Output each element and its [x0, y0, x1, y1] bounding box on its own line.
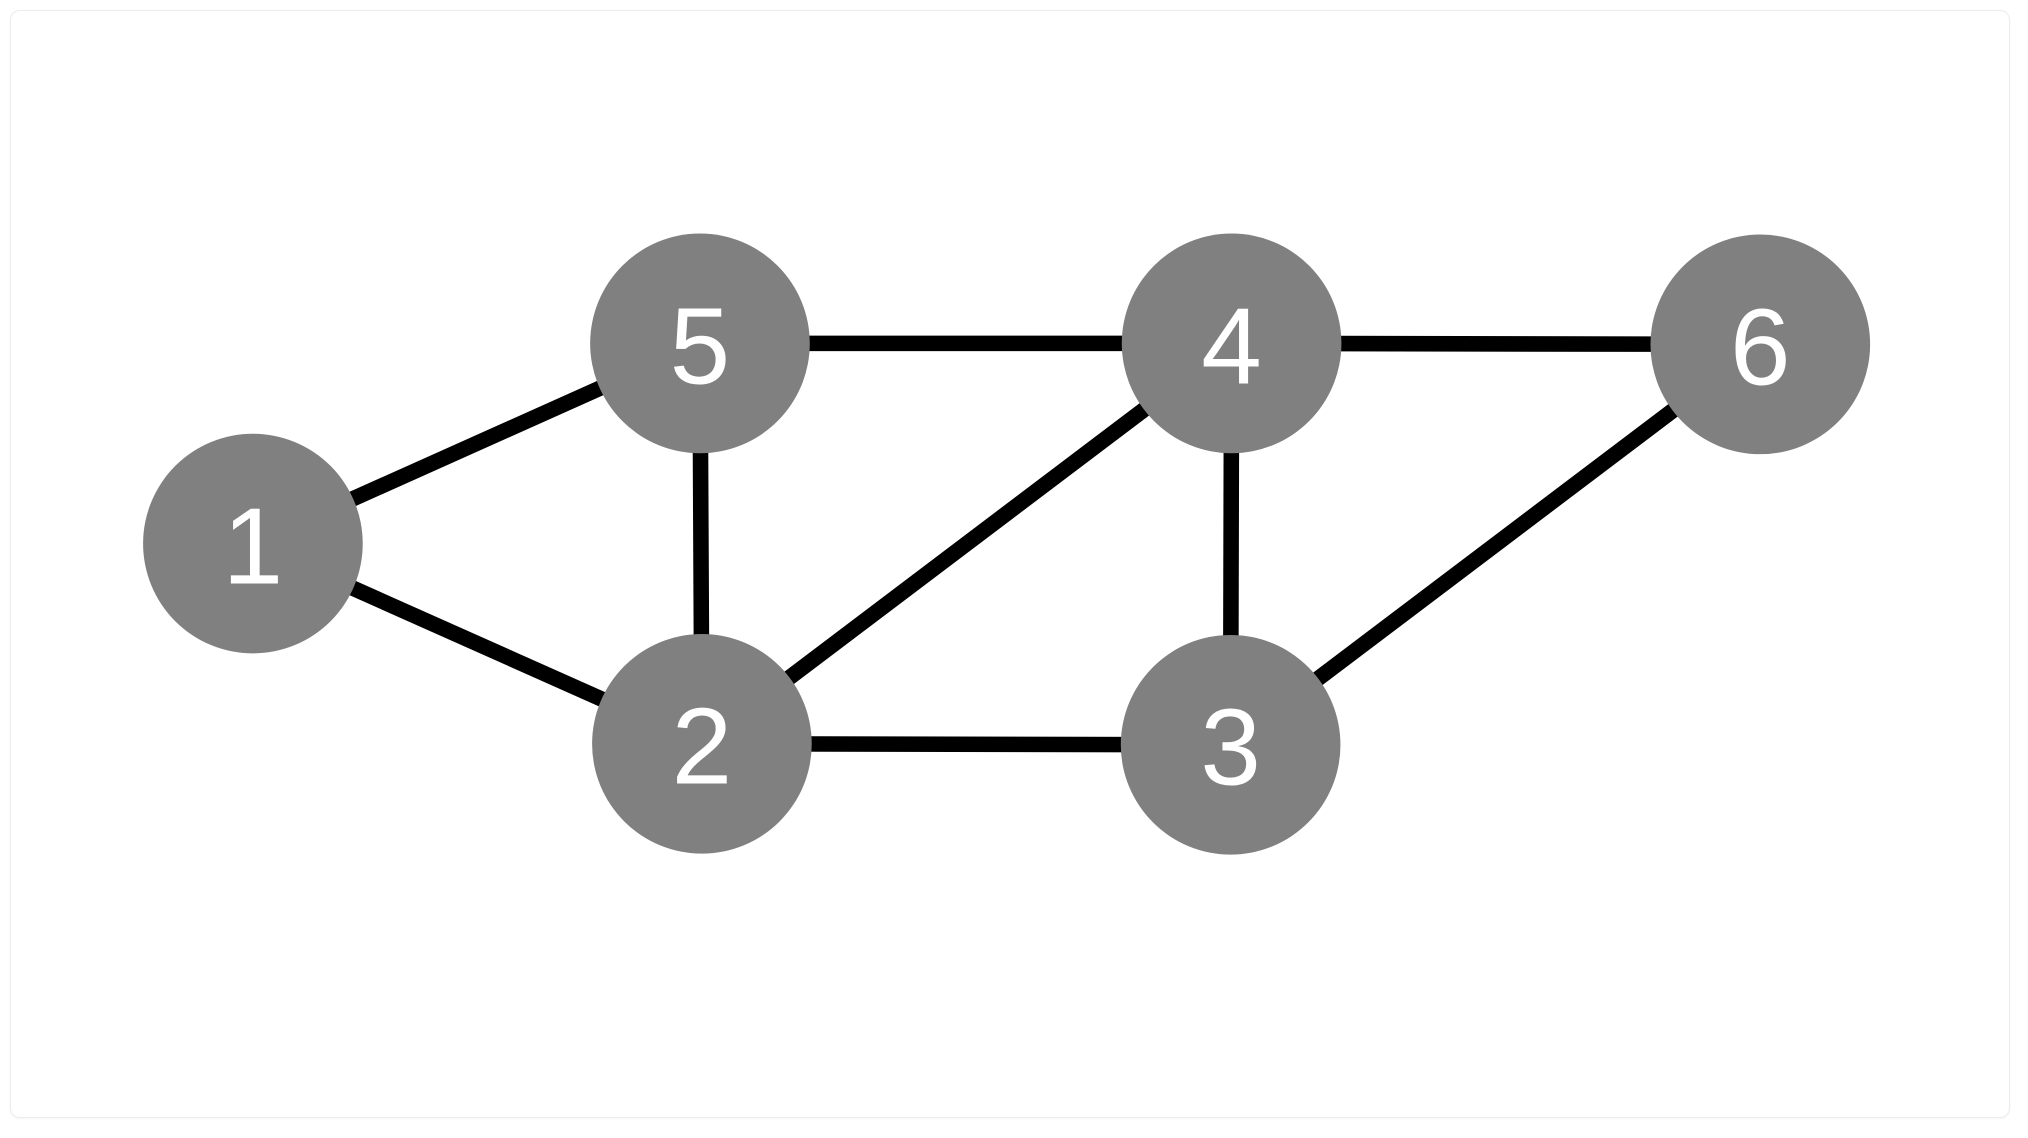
- node-circle-5[interactable]: [590, 233, 810, 454]
- node-circle-6[interactable]: [1650, 234, 1871, 455]
- graph-edge-4-2[interactable]: [697, 337, 1237, 751]
- graph-node-3[interactable]: 3: [1120, 634, 1341, 855]
- diagram-card: 1 2 3 4 5 6: [10, 10, 2010, 1118]
- graph-node-4[interactable]: 4: [1121, 233, 1342, 454]
- graph-node-5[interactable]: 5: [590, 233, 810, 454]
- graph-node-2[interactable]: 2: [592, 633, 812, 854]
- edge-layer: [249, 335, 1765, 753]
- graph-node-1[interactable]: 1: [143, 433, 363, 654]
- graph-node-6[interactable]: 6: [1650, 234, 1871, 455]
- node-layer: 1 2 3 4 5 6: [143, 233, 1871, 855]
- graph-canvas[interactable]: 1 2 3 4 5 6: [11, 11, 2009, 1117]
- node-circle-1[interactable]: [143, 433, 363, 654]
- node-circle-3[interactable]: [1120, 634, 1341, 855]
- node-circle-4[interactable]: [1121, 233, 1342, 454]
- graph-edge-3-6[interactable]: [1225, 338, 1765, 751]
- node-circle-2[interactable]: [592, 633, 812, 854]
